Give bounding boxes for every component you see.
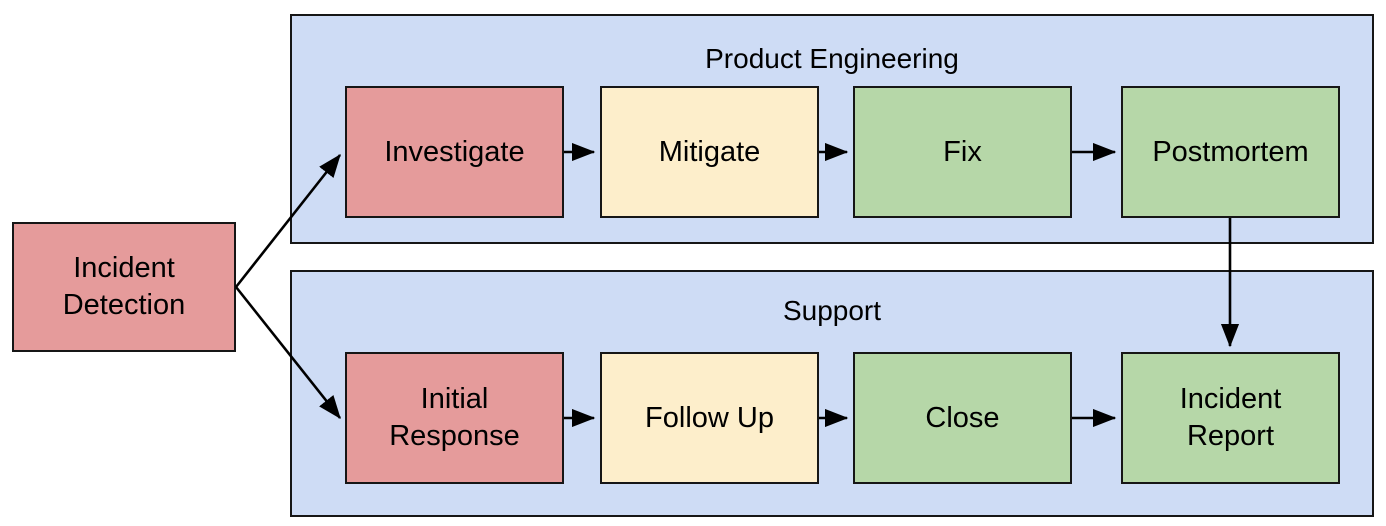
node-incident-detection[interactable]: Incident Detection	[12, 222, 236, 352]
node-close[interactable]: Close	[853, 352, 1072, 484]
node-label: Initial Response	[389, 383, 520, 452]
node-label: Postmortem	[1152, 135, 1309, 168]
node-fix[interactable]: Fix	[853, 86, 1072, 218]
node-label: Incident Report	[1179, 383, 1282, 452]
node-label: Incident Detection	[62, 252, 186, 321]
group-title-support: Support	[782, 295, 882, 326]
node-postmortem[interactable]: Postmortem	[1121, 86, 1340, 218]
node-investigate[interactable]: Investigate	[345, 86, 564, 218]
node-label: Investigate	[384, 135, 525, 168]
node-label: Fix	[943, 135, 982, 168]
group-title-product-engineering: Product Engineering	[705, 43, 959, 74]
node-label: Close	[925, 401, 1000, 434]
node-mitigate[interactable]: Mitigate	[600, 86, 819, 218]
node-label: Follow Up	[645, 401, 774, 434]
node-incident-report[interactable]: Incident Report	[1121, 352, 1340, 484]
node-initial-response[interactable]: Initial Response	[345, 352, 564, 484]
node-label: Mitigate	[658, 135, 761, 168]
node-follow-up[interactable]: Follow Up	[600, 352, 819, 484]
